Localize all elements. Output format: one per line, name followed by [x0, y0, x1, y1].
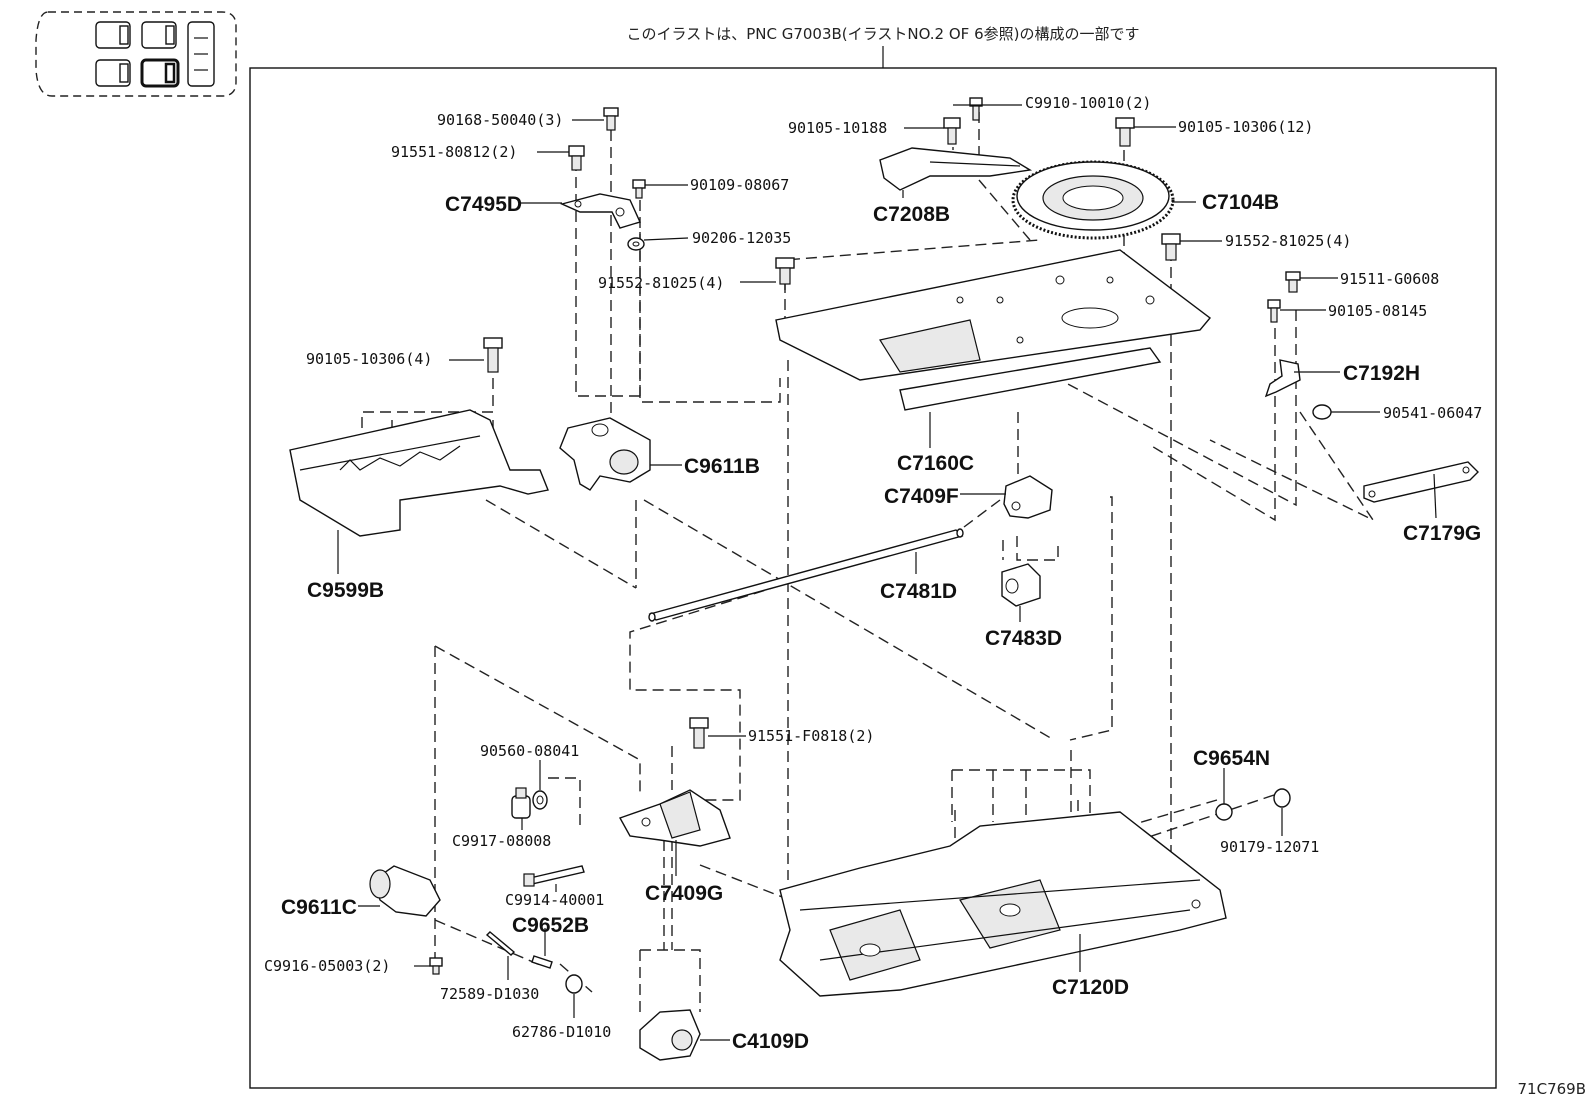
nut-icon[interactable] [565, 974, 583, 994]
part-label[interactable]: 90105-08145 [1328, 302, 1427, 320]
bracket-c7208b[interactable] [879, 147, 1033, 191]
rail-plate-c7160c[interactable] [775, 249, 1212, 411]
figure-id: 71C769B [1518, 1080, 1586, 1098]
motor-c9611c[interactable] [369, 865, 441, 917]
part-label[interactable]: 72589-D1030 [440, 985, 539, 1003]
bolt-icon[interactable] [943, 117, 961, 145]
bolt-icon[interactable] [483, 337, 503, 373]
part-label[interactable]: 90109-08067 [690, 176, 789, 194]
stud-icon[interactable] [511, 787, 531, 819]
part-label[interactable]: C9611B [684, 455, 760, 478]
part-label[interactable]: C9652B [512, 914, 589, 937]
part-label[interactable]: C7192H [1343, 362, 1420, 385]
collar-icon[interactable] [532, 790, 548, 810]
washer-icon[interactable] [627, 237, 645, 251]
switch-c4109d[interactable] [639, 1009, 701, 1061]
part-label[interactable]: 91552-81025(4) [1225, 232, 1351, 250]
cap-icon[interactable] [1215, 803, 1233, 821]
bolt-icon[interactable] [1161, 233, 1181, 261]
part-label[interactable]: 90179-12071 [1220, 838, 1319, 856]
part-label[interactable]: C4109D [732, 1030, 809, 1053]
part-label[interactable]: 90560-08041 [480, 742, 579, 760]
part-label[interactable]: 90206-12035 [692, 229, 791, 247]
diagram-frame [249, 67, 1497, 1089]
part-label[interactable]: 62786-D1010 [512, 1023, 611, 1041]
part-label[interactable]: C7208B [873, 203, 950, 226]
part-label[interactable]: C9599B [307, 579, 384, 602]
bolt-icon[interactable] [603, 107, 619, 131]
bushing-c7483d[interactable] [1001, 563, 1041, 607]
part-label[interactable]: 91511-G0608 [1340, 270, 1439, 288]
bolt-icon[interactable] [1115, 117, 1135, 147]
bracket-c7495d[interactable] [559, 193, 641, 229]
part-label[interactable]: 91552-81025(4) [598, 274, 724, 292]
part-label[interactable]: C9654N [1193, 747, 1270, 770]
part-label[interactable]: 90105-10306(4) [306, 350, 432, 368]
part-label[interactable]: C7409F [884, 485, 959, 508]
part-label[interactable]: C9917-08008 [452, 832, 551, 850]
rod-icon[interactable] [485, 931, 516, 956]
cover-c9599b[interactable] [289, 409, 549, 537]
part-label[interactable]: C7179G [1403, 522, 1481, 545]
part-label[interactable]: C7483D [985, 627, 1062, 650]
bolt-icon[interactable] [568, 145, 585, 171]
nut-icon[interactable] [1273, 788, 1291, 808]
seat-layout-icon[interactable] [35, 11, 237, 97]
bracket-c7192h[interactable] [1264, 359, 1301, 398]
part-label[interactable]: C9611C [281, 896, 357, 919]
part-label[interactable]: C9910-10010(2) [1025, 94, 1151, 112]
spring-icon[interactable] [531, 955, 553, 969]
part-label[interactable]: 90168-50040(3) [437, 111, 563, 129]
leader-lines [337, 104, 1437, 1041]
header-note: このイラストは、PNC G7003B(イラストNO.2 OF 6参照)の構成の一… [627, 25, 1140, 43]
part-label[interactable]: C7104B [1202, 191, 1279, 214]
part-label[interactable]: C7120D [1052, 976, 1129, 999]
bracket-c7409g[interactable] [618, 789, 731, 847]
bolt-icon[interactable] [632, 179, 646, 199]
base-frame-c7120d[interactable] [779, 811, 1227, 997]
part-label[interactable]: C7481D [880, 580, 957, 603]
part-label[interactable]: C9916-05003(2) [264, 957, 390, 975]
bolt-icon[interactable] [969, 97, 983, 121]
part-label[interactable]: 90105-10306(12) [1178, 118, 1313, 136]
link-c7179g[interactable] [1363, 461, 1479, 503]
shaft-c7481d[interactable] [648, 528, 964, 622]
bolt-icon[interactable] [1267, 299, 1281, 323]
part-label[interactable]: C7160C [897, 452, 974, 475]
part-label[interactable]: 90541-06047 [1383, 404, 1482, 422]
part-label[interactable]: 91551-80812(2) [391, 143, 517, 161]
part-label[interactable]: C9914-40001 [505, 891, 604, 909]
pin-icon[interactable] [523, 865, 585, 887]
nut-icon[interactable] [1312, 404, 1332, 420]
part-label[interactable]: 91551-F0818(2) [748, 727, 874, 745]
part-label[interactable]: C7495D [445, 193, 522, 216]
motor-c9611b[interactable] [559, 417, 651, 491]
part-label[interactable]: C7409G [645, 882, 723, 905]
bracket-c7409f[interactable] [1003, 475, 1053, 519]
screw-icon[interactable] [429, 957, 443, 975]
bolt-icon[interactable] [1285, 271, 1301, 293]
bolt-icon[interactable] [689, 717, 709, 749]
part-label[interactable]: 90105-10188 [788, 119, 887, 137]
gear-c7104b[interactable] [1011, 160, 1175, 240]
bolt-icon[interactable] [775, 257, 795, 285]
